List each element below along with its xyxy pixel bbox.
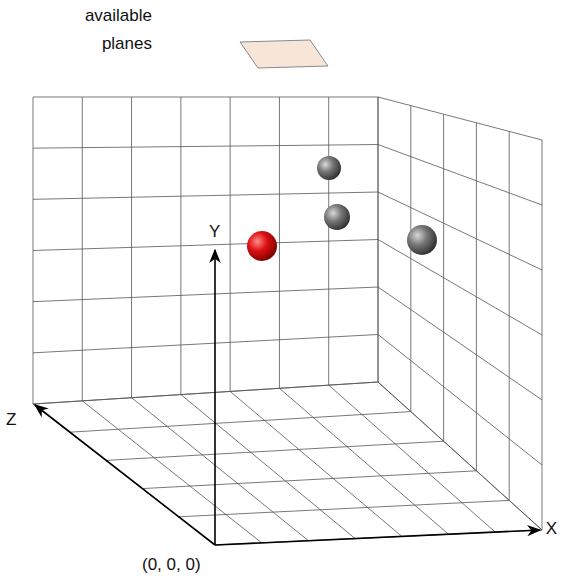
grid-line bbox=[33, 97, 378, 98]
grid-line bbox=[33, 287, 378, 302]
grid-line bbox=[33, 240, 378, 251]
grid-line bbox=[33, 192, 378, 199]
grid-line bbox=[215, 530, 542, 545]
grid-line bbox=[69, 412, 410, 433]
z-axis bbox=[35, 405, 215, 545]
grid-line bbox=[142, 471, 476, 489]
grey-sphere bbox=[324, 204, 350, 230]
grid-line bbox=[33, 382, 378, 404]
grid-line bbox=[378, 240, 542, 336]
grid-line bbox=[33, 335, 378, 353]
axis-label: Z bbox=[4, 410, 18, 430]
grid-line bbox=[378, 145, 542, 206]
grid-line bbox=[279, 388, 448, 534]
grid-line bbox=[378, 382, 542, 530]
grid-line bbox=[378, 382, 542, 530]
grid-line bbox=[329, 385, 496, 532]
axis-label: Y bbox=[207, 222, 222, 242]
red-sphere bbox=[247, 231, 277, 261]
legend-caption: available planes bbox=[46, 2, 154, 58]
grid-line bbox=[378, 287, 542, 400]
plane-swatch bbox=[240, 40, 328, 68]
grid-lines bbox=[33, 97, 542, 545]
grid-line bbox=[179, 500, 510, 516]
origin-label: (0, 0, 0) bbox=[140, 555, 203, 575]
axis-label: X bbox=[544, 519, 559, 539]
grid-line bbox=[378, 192, 542, 270]
grey-sphere bbox=[407, 225, 437, 255]
y-axis bbox=[214, 250, 216, 545]
grid-line bbox=[33, 382, 378, 404]
grid-line bbox=[378, 97, 542, 140]
grid-line bbox=[106, 441, 444, 460]
grid-line bbox=[33, 145, 378, 149]
x-axis bbox=[215, 530, 540, 545]
grey-sphere bbox=[317, 156, 341, 180]
grid-line bbox=[230, 391, 402, 536]
grid-line bbox=[378, 335, 542, 466]
